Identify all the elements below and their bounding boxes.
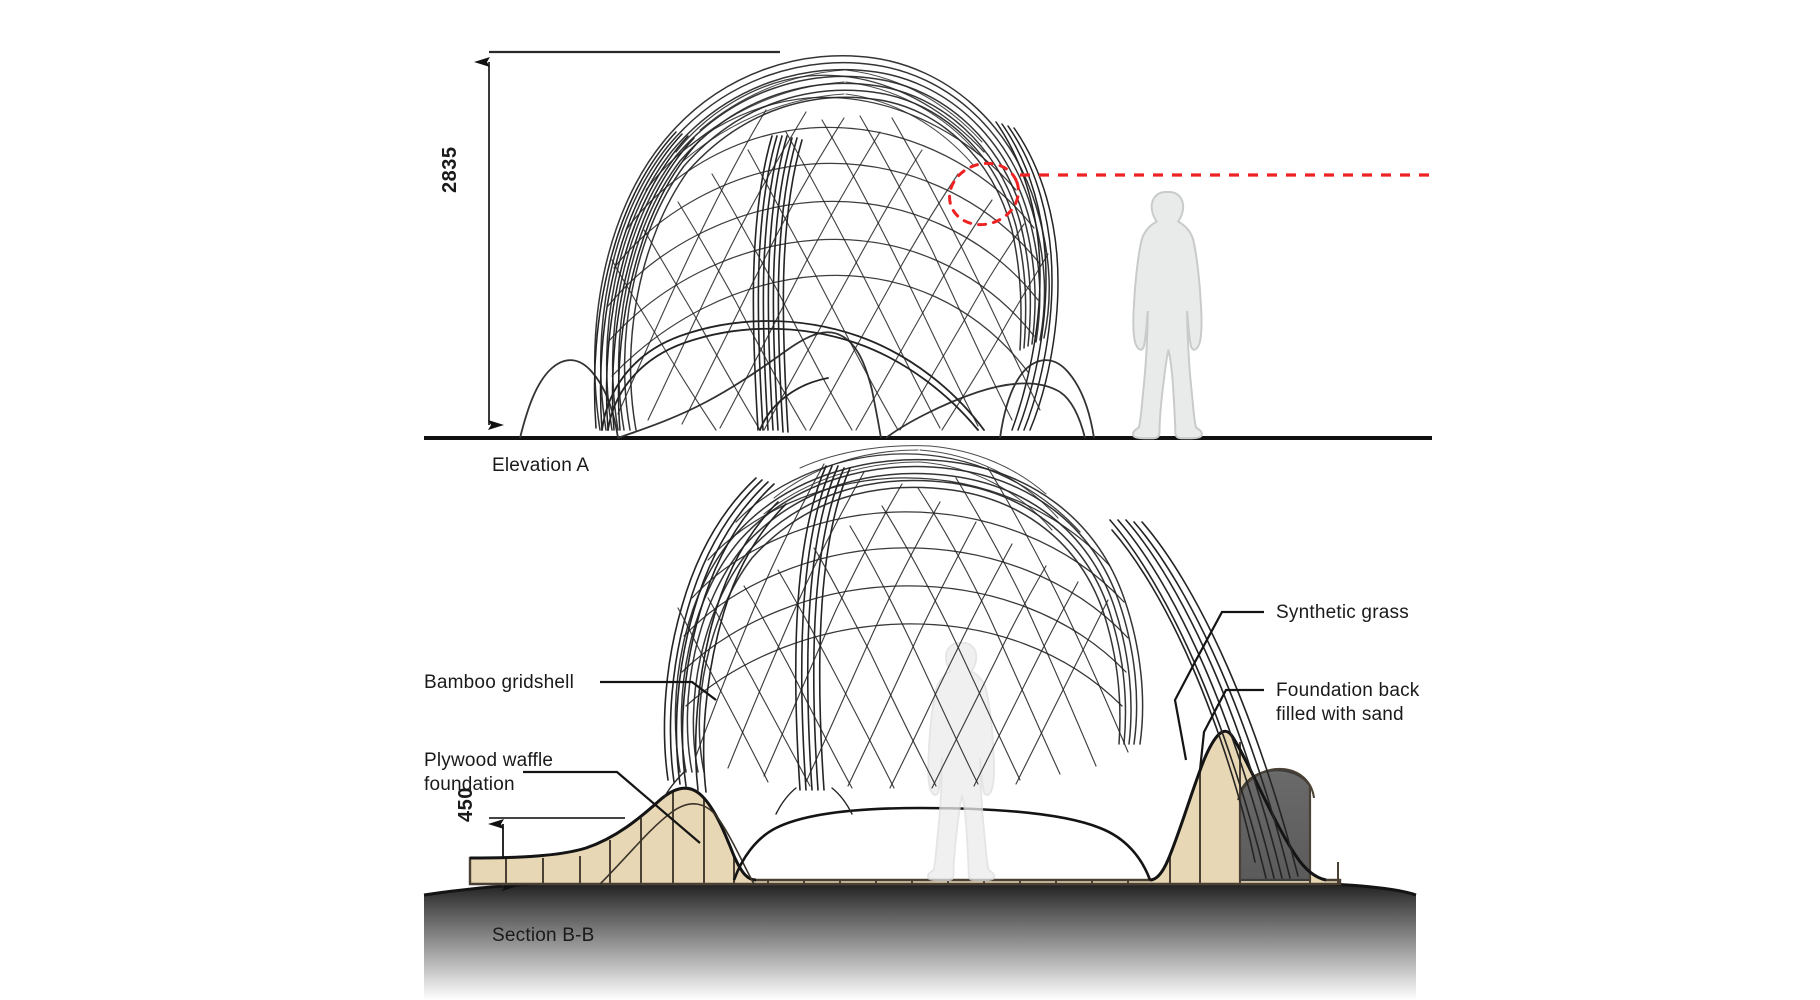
annotation-foundation-sand-line2: filled with sand — [1276, 704, 1404, 725]
leader-foundation-sand — [1198, 688, 1264, 771]
annotation-leader-lines — [523, 610, 1264, 844]
foundation-ribs — [505, 742, 1339, 884]
leader-bamboo-gridshell — [600, 680, 717, 701]
section-ground-mass — [424, 883, 1416, 1000]
detail-callout-marker — [948, 161, 1020, 227]
sand-fill-chamber — [1238, 769, 1312, 882]
annotation-plywood-waffle-line2: foundation — [424, 774, 515, 795]
view-title-section-bb: Section B-B — [492, 925, 595, 946]
elevation-view — [424, 50, 1432, 440]
left-mound-inner-profile — [599, 803, 755, 885]
dimension-label-2835: 2835 — [439, 146, 461, 194]
section-void-outline — [732, 806, 1152, 881]
leader-plywood-waffle — [523, 770, 701, 844]
plywood-waffle-foundation — [468, 729, 1342, 886]
synthetic-grass-surface — [469, 729, 1327, 882]
sand-chamber-arch-top — [1237, 767, 1315, 801]
leader-synthetic-grass — [1173, 610, 1264, 761]
view-title-elevation-a: Elevation A — [492, 455, 590, 476]
bamboo-gridshell-section — [663, 445, 1299, 879]
annotation-foundation-sand-line1: Foundation back — [1276, 680, 1420, 701]
human-scale-figure-elevation — [1131, 190, 1203, 440]
annotation-plywood-waffle-line1: Plywood waffle — [424, 750, 554, 771]
bamboo-gridshell-elevation — [593, 55, 1059, 433]
annotation-bamboo-gridshell: Bamboo gridshell — [424, 672, 575, 693]
human-scale-figure-section — [926, 641, 996, 882]
annotation-synthetic-grass: Synthetic grass — [1276, 602, 1409, 623]
section-view — [423, 445, 1417, 1000]
